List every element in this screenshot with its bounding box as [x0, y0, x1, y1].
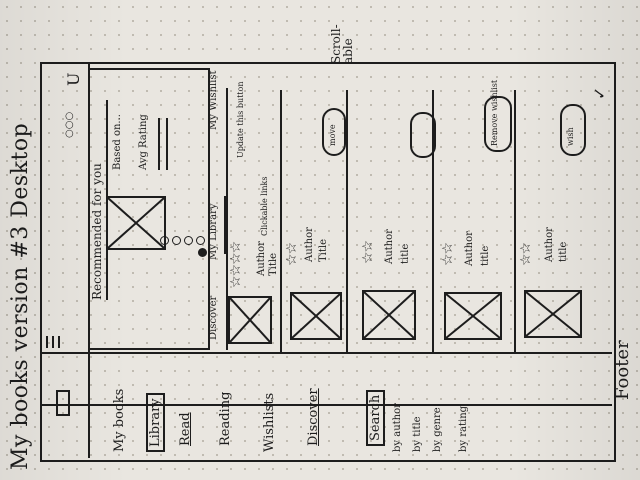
move-button[interactable] — [410, 112, 436, 158]
remove-button-label: Remove wishlist — [490, 79, 499, 146]
clickable-links-note: Clickable links — [260, 176, 269, 236]
hamburger-icon[interactable] — [46, 336, 60, 348]
book-author-link[interactable]: Author — [304, 227, 315, 262]
tab-wishlist[interactable]: My Wishlist — [208, 70, 219, 131]
sidebar-item-search[interactable]: Search — [366, 389, 385, 446]
carousel-dot[interactable] — [196, 236, 205, 245]
book-cover-image[interactable] — [524, 290, 582, 338]
avg-rating-text: Avg Rating — [138, 114, 149, 170]
book-cover-image[interactable] — [228, 296, 272, 344]
update-button-note: Update this button — [236, 81, 245, 159]
window-controls: ○○○ — [64, 111, 75, 138]
sidebar-heading: My books — [112, 388, 127, 452]
footer-divider — [40, 404, 612, 406]
recommended-cover-image — [106, 196, 166, 250]
rating-stars[interactable]: ☆☆ — [518, 242, 534, 266]
book-cover-image[interactable] — [444, 292, 502, 340]
scroll-indicator-icon: U — [64, 72, 83, 86]
tab-discover[interactable]: Discover — [208, 295, 219, 340]
rating-stars[interactable]: ☆☆ — [360, 240, 376, 264]
description-lines — [158, 118, 170, 170]
search-by-genre[interactable]: by genre — [432, 407, 443, 452]
recommended-title: Recommended for you — [90, 163, 104, 300]
carousel-dot[interactable] — [184, 236, 193, 245]
sidebar-item-reading[interactable]: Reading — [218, 391, 233, 446]
row-divider — [514, 90, 516, 354]
book-cover-image[interactable] — [362, 290, 416, 340]
tab-library-underline — [224, 196, 226, 254]
book-title-link[interactable]: title — [558, 241, 569, 262]
search-by-rating[interactable]: by rating — [458, 405, 469, 452]
sketch-title: My books version #3 Desktop — [8, 122, 33, 470]
book-cover-image[interactable] — [290, 292, 342, 340]
book-author-link[interactable]: Author — [544, 227, 555, 262]
sidebar-item-library[interactable]: Library — [146, 393, 165, 452]
rating-stars[interactable]: ☆☆☆☆ — [228, 241, 244, 288]
sidebar-divider — [40, 352, 612, 354]
carousel-dot[interactable] — [160, 236, 169, 245]
book-author-link[interactable]: Author — [464, 231, 475, 266]
rating-stars[interactable]: ☆☆ — [440, 242, 456, 266]
book-author-link[interactable]: Author — [256, 241, 267, 276]
tabs-divider — [226, 88, 228, 350]
book-title-link[interactable]: Title — [318, 238, 329, 262]
checkmark-icon: ✓ — [590, 86, 609, 100]
sidebar-item-discover[interactable]: Discover — [306, 388, 321, 446]
logo-icon[interactable] — [56, 390, 70, 416]
wish-button-label: wish — [566, 127, 575, 146]
carousel-dot-active[interactable] — [198, 248, 207, 257]
sidebar-item-wishlists[interactable]: Wishlists — [262, 392, 277, 452]
row-divider — [346, 90, 348, 354]
book-title-link[interactable]: Title — [268, 252, 279, 276]
search-by-title[interactable]: by title — [412, 416, 423, 452]
scrollable-annotation: Scroll-able — [329, 24, 355, 64]
book-title-link[interactable]: title — [480, 245, 491, 266]
based-on-text: Based on... — [112, 114, 123, 170]
footer-label: Footer — [612, 340, 633, 400]
rating-stars[interactable]: ☆☆ — [284, 242, 300, 266]
recommended-banner — [88, 68, 210, 350]
move-button-label: move — [328, 124, 337, 146]
remove-wishlist-button[interactable] — [484, 96, 512, 152]
row-divider — [280, 90, 282, 354]
sidebar-item-read[interactable]: Read — [178, 412, 193, 446]
app-frame — [40, 62, 616, 462]
row-divider — [432, 90, 434, 354]
search-by-author[interactable]: by author — [392, 403, 403, 452]
tab-library[interactable]: My Library — [208, 203, 219, 260]
wish-button[interactable] — [560, 104, 586, 156]
carousel-dot[interactable] — [172, 236, 181, 245]
move-button[interactable] — [322, 108, 346, 156]
header-divider — [88, 62, 90, 458]
book-author-link[interactable]: Author — [384, 229, 395, 264]
book-title-link[interactable]: title — [400, 243, 411, 264]
